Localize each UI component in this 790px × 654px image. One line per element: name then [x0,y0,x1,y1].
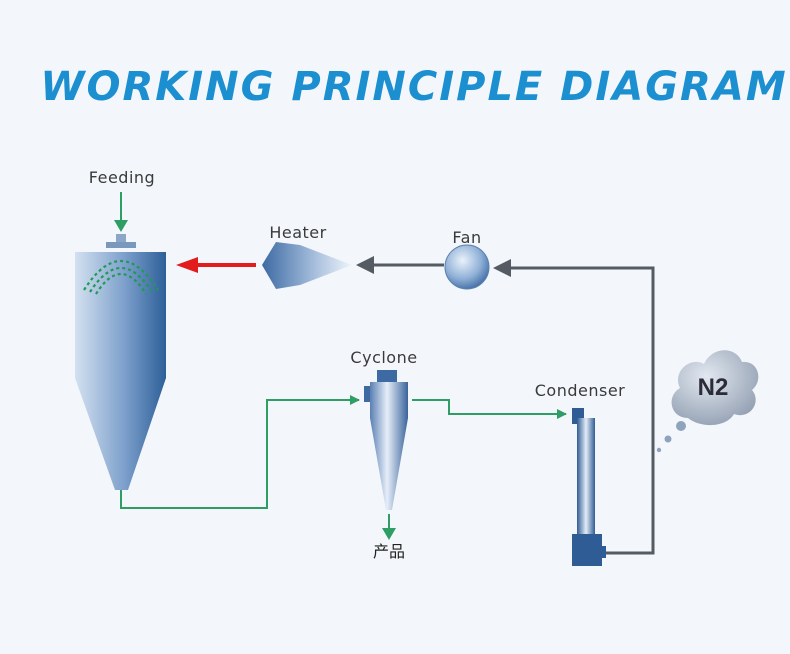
cyclone-to-condenser-line [412,399,567,419]
condenser-to-fan-line [493,259,655,555]
fan-to-heater-line [356,256,444,274]
spray-dryer-tower [75,234,166,490]
product-arrow [382,514,396,540]
atomizer-spray [83,260,159,295]
heater-label: Heater [269,223,326,242]
n2-cloud: N2 [656,350,759,453]
cyclone [364,370,408,510]
hot-air-arrow [176,257,256,273]
feeding-arrow [114,192,128,232]
n2-label: N2 [698,374,729,401]
condenser [572,408,606,566]
feeding-label: Feeding [89,168,155,187]
cyclone-label: Cyclone [350,348,417,367]
fan [444,244,490,290]
page-title: WORKING PRINCIPLE DIAGRAM [40,64,787,110]
fan-label: Fan [452,228,481,247]
heater [262,242,352,289]
condenser-label: Condenser [535,381,626,400]
product-label: 产品 [373,542,405,561]
tower-to-cyclone-line [120,395,360,509]
